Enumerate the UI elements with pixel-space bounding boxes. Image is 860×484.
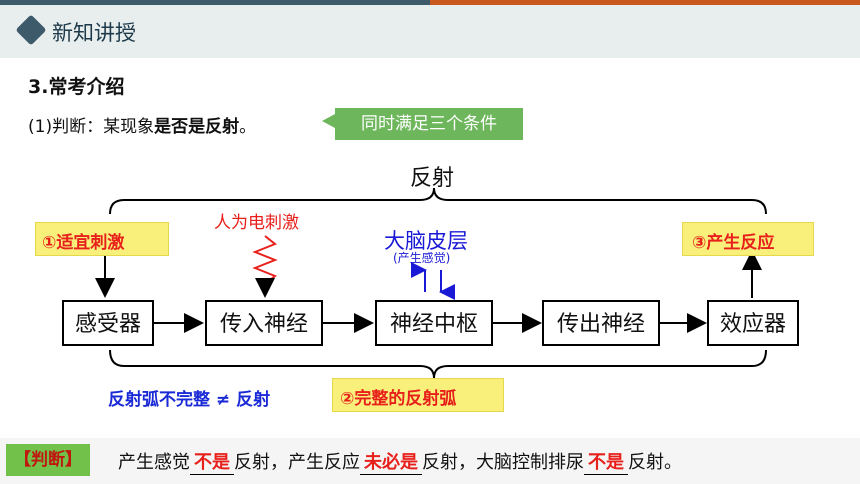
answer-3: 不是 xyxy=(584,448,628,475)
top-bracket xyxy=(109,187,767,215)
judgement-bar xyxy=(0,438,860,484)
judgement-part4: 反射。 xyxy=(628,452,682,473)
box-efferent: 传出神经 xyxy=(542,300,660,346)
judgement-part1: 产生感觉 xyxy=(118,452,190,473)
electric-squiggle xyxy=(252,235,278,298)
top-accent-bar-right xyxy=(430,0,860,5)
box-effector: 效应器 xyxy=(707,300,799,346)
page-title: 新知讲授 xyxy=(52,21,136,45)
condition3-label: ③产生反应 xyxy=(692,233,775,253)
judgement-part3: 反射，大脑控制排尿 xyxy=(422,452,584,473)
question-suffix: 。 xyxy=(239,117,257,137)
question-line: (1)判断：某现象是否是反射。 xyxy=(28,112,256,137)
judgement-label: 【判断】 xyxy=(6,444,90,476)
callout-pointer xyxy=(322,114,335,128)
header-banner: 新知讲授 xyxy=(0,5,860,58)
stimulus-note: 人为电刺激 xyxy=(214,213,299,233)
judgement-part2: 反射，产生反应 xyxy=(234,452,360,473)
reflex-top-label: 反射 xyxy=(410,166,455,191)
condition3-bg xyxy=(682,222,814,256)
incomplete-arc-note: 反射弧不完整 ≠ 反射 xyxy=(108,390,271,410)
callout-conditions: 同时满足三个条件 xyxy=(335,108,523,140)
top-accent-bar-left xyxy=(0,0,430,5)
condition1-label: ①适宜刺激 xyxy=(42,233,125,253)
condition2-label: ②完整的反射弧 xyxy=(340,389,457,409)
box-receptor: 感受器 xyxy=(62,300,154,346)
answer-1: 不是 xyxy=(190,448,234,475)
cortex-sub-label: (产生感觉) xyxy=(393,251,451,265)
bottom-bracket xyxy=(109,349,767,379)
answer-2: 未必是 xyxy=(360,448,422,475)
judgement-sentence: 产生感觉不是反射，产生反应未必是反射，大脑控制排尿不是反射。 xyxy=(118,448,682,475)
condition1-bg xyxy=(35,222,169,256)
cortex-label: 大脑皮层 xyxy=(384,229,468,253)
question-prefix: (1)判断：某现象 xyxy=(28,117,155,137)
box-afferent: 传入神经 xyxy=(205,300,323,346)
section-title: 3.常考介绍 xyxy=(28,76,125,98)
question-bold: 是否是反射 xyxy=(154,117,240,137)
condition2-bg xyxy=(332,378,504,412)
box-center: 神经中枢 xyxy=(375,300,493,346)
